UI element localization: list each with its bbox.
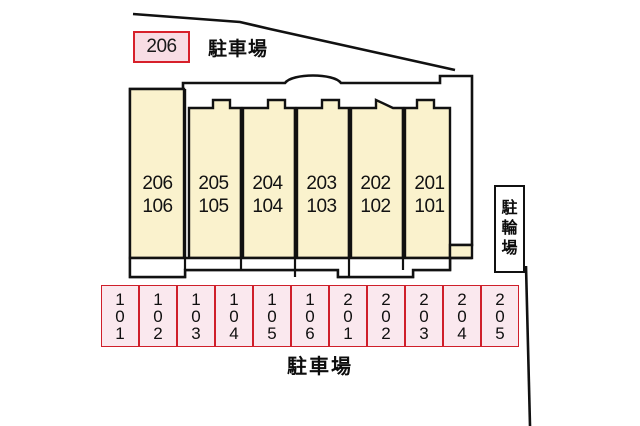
parking-stall-104: 1 0 4	[215, 285, 253, 347]
parking-stall-204: 2 0 4	[443, 285, 481, 347]
top-boundary-road-line	[132, 12, 456, 72]
stall-digit-3: 2	[153, 323, 163, 343]
stall-digit-1: 1	[305, 289, 315, 309]
bicycle-parking-label: 駐 輪 場	[501, 199, 517, 259]
parking-stall-102: 1 0 2	[139, 285, 177, 347]
bicycle-parking-char-1: 駐	[501, 200, 518, 217]
unit-block-205-105	[187, 98, 243, 260]
unit-block-202-102	[349, 98, 405, 260]
stall-digit-1: 2	[381, 289, 391, 309]
stall-digit-2: 0	[343, 306, 353, 326]
parking-stall-number: 2 0 3	[419, 291, 428, 342]
unit-block-204-104	[241, 98, 297, 260]
legend-key-number: 206	[146, 36, 177, 57]
unit-block-203-103	[295, 98, 351, 260]
stall-digit-2: 0	[419, 306, 429, 326]
stall-digit-3: 6	[305, 323, 315, 343]
stall-digit-1: 1	[267, 289, 277, 309]
stall-digit-2: 0	[457, 306, 467, 326]
stall-digit-3: 3	[419, 323, 429, 343]
stall-digit-1: 1	[229, 289, 239, 309]
stall-digit-2: 0	[267, 306, 277, 326]
stall-digit-3: 3	[191, 323, 201, 343]
stall-digit-1: 2	[457, 289, 467, 309]
parking-stall-number: 2 0 5	[495, 291, 504, 342]
stall-digit-3: 1	[343, 323, 353, 343]
parking-stall-number: 2 0 1	[343, 291, 352, 342]
unit-block-201-101	[403, 98, 452, 260]
legend-key-box: 206	[133, 31, 190, 63]
stall-digit-3: 5	[495, 323, 505, 343]
parking-stall-number: 1 0 4	[229, 291, 238, 342]
parking-stall-number: 2 0 2	[381, 291, 390, 342]
parking-stall-205: 2 0 5	[481, 285, 519, 347]
legend-caption: 駐車場	[208, 39, 269, 60]
stall-digit-3: 5	[267, 323, 277, 343]
parking-stall-203: 2 0 3	[405, 285, 443, 347]
stall-digit-3: 4	[457, 323, 467, 343]
stall-digit-1: 1	[191, 289, 201, 309]
stall-digit-1: 2	[419, 289, 429, 309]
unit-201-east-wing	[448, 243, 474, 260]
stall-digit-3: 4	[229, 323, 239, 343]
unit-block-206-106	[128, 87, 186, 260]
parking-stall-106: 1 0 6	[291, 285, 329, 347]
parking-stall-number: 2 0 4	[457, 291, 466, 342]
bicycle-parking-char-3: 場	[501, 240, 518, 257]
stall-digit-2: 0	[381, 306, 391, 326]
parking-stall-number: 1 0 6	[305, 291, 314, 342]
parking-stall-105: 1 0 5	[253, 285, 291, 347]
bicycle-parking-char-2: 輪	[501, 220, 518, 237]
parking-lot-caption: 駐車場	[287, 356, 353, 378]
stall-digit-3: 1	[115, 323, 125, 343]
parking-stall-202: 2 0 2	[367, 285, 405, 347]
bicycle-parking-box: 駐 輪 場	[494, 185, 525, 273]
stall-digit-1: 1	[115, 289, 125, 309]
parking-stall-number: 1 0 1	[115, 291, 124, 342]
parking-stall-103: 1 0 3	[177, 285, 215, 347]
stall-digit-2: 0	[115, 306, 125, 326]
right-boundary-road-line	[524, 265, 532, 426]
stall-digit-2: 0	[495, 306, 505, 326]
parking-stall-number: 1 0 5	[267, 291, 276, 342]
stall-digit-1: 1	[153, 289, 163, 309]
unit-separator-lines	[183, 89, 405, 258]
stall-digit-2: 0	[191, 306, 201, 326]
stall-digit-2: 0	[153, 306, 163, 326]
parking-stall-number: 1 0 2	[153, 291, 162, 342]
stall-digit-2: 0	[229, 306, 239, 326]
parking-stall-101: 1 0 1	[101, 285, 139, 347]
stall-digit-3: 2	[381, 323, 391, 343]
parking-stall-number: 1 0 3	[191, 291, 200, 342]
corridor-divider-lines	[183, 258, 452, 277]
parking-stall-201: 2 0 1	[329, 285, 367, 347]
stall-digit-1: 2	[495, 289, 505, 309]
stall-digit-2: 0	[305, 306, 315, 326]
corridor-strip	[128, 256, 472, 279]
stall-digit-1: 2	[343, 289, 353, 309]
